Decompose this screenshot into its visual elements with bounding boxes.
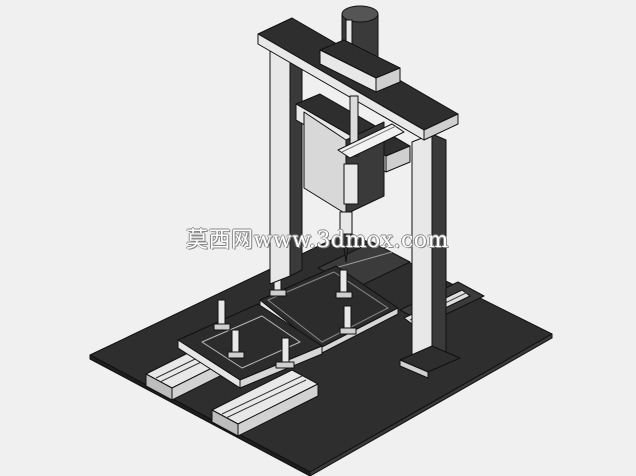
spindle-motor bbox=[319, 5, 401, 93]
toggle-clamp-2 bbox=[227, 329, 245, 359]
toggle-clamp-3 bbox=[275, 337, 295, 369]
toggle-clamp-5 bbox=[335, 269, 353, 299]
spindle-tool bbox=[339, 211, 353, 263]
left-column bbox=[269, 35, 303, 285]
toggle-clamp-6 bbox=[339, 305, 357, 335]
watermark-text: 莫西网www.3dmox.com bbox=[186, 228, 449, 253]
z-carriage bbox=[295, 93, 411, 215]
right-column bbox=[399, 133, 461, 379]
front-right-rail bbox=[211, 369, 319, 437]
toggle-clamp-1 bbox=[213, 299, 231, 331]
